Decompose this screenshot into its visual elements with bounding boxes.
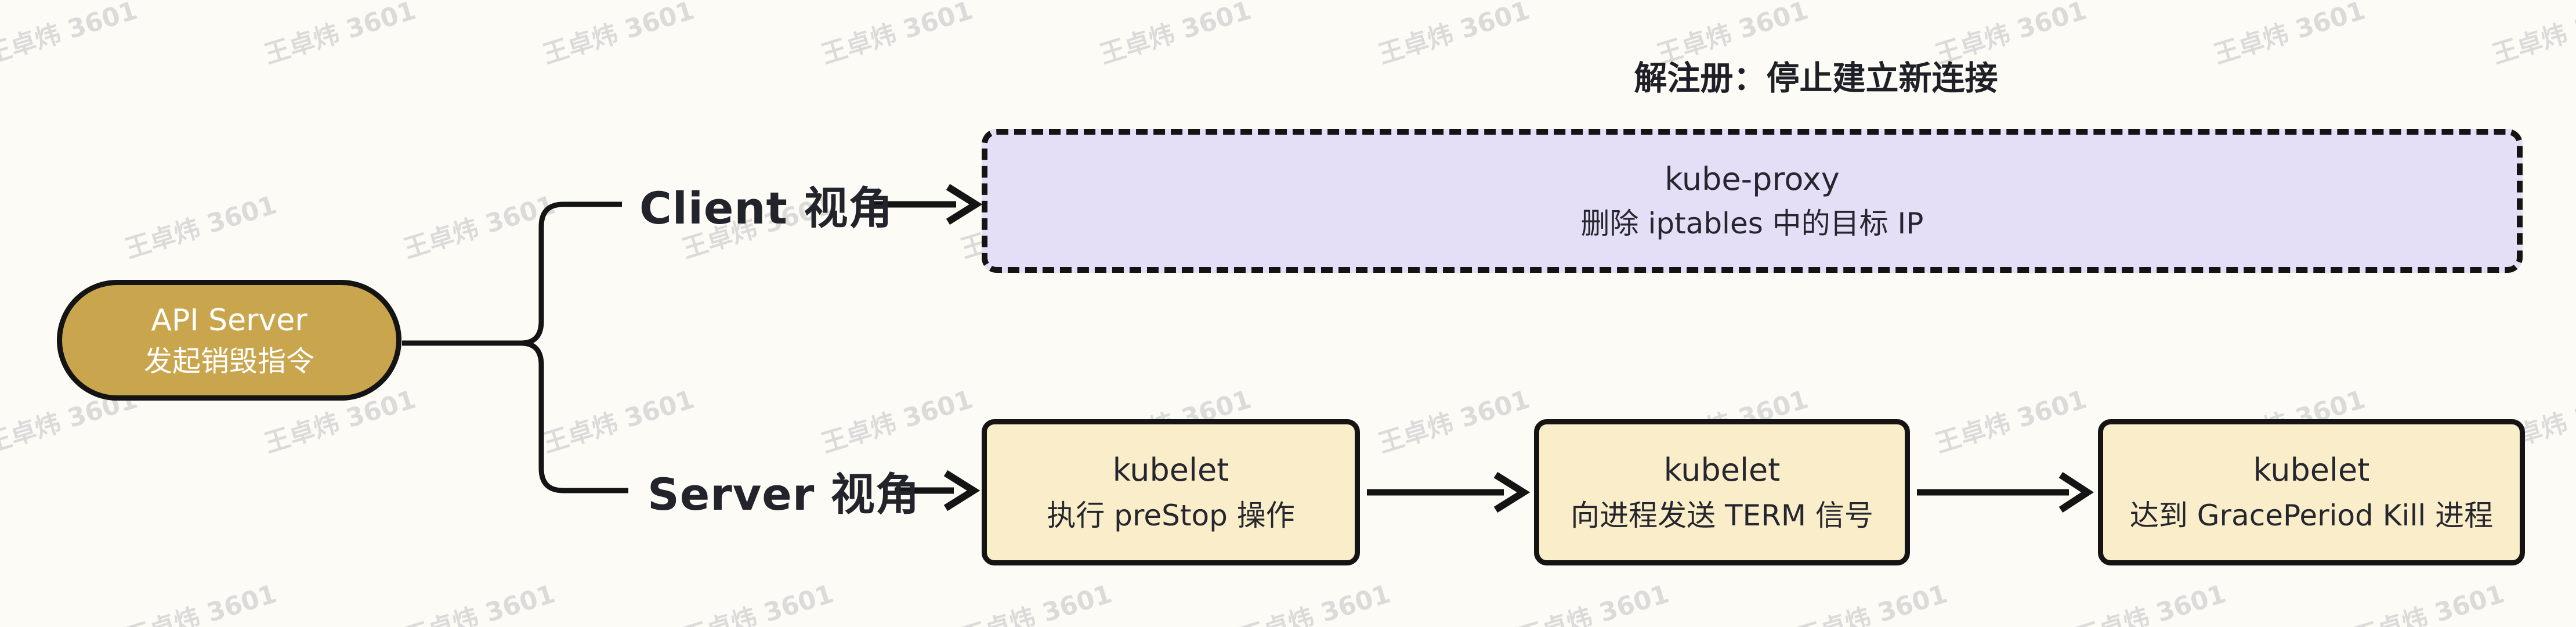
step-box-term-signal: kubelet 向进程发送 TERM 信号 <box>1534 419 1910 565</box>
step-box-graceperiod-kill: kubelet 达到 GracePeriod Kill 进程 <box>2098 419 2525 565</box>
step-box-prestop: kubelet 执行 preStop 操作 <box>982 419 1360 565</box>
branch-curve-client <box>520 201 622 346</box>
branch-label-client: Client 视角 <box>639 182 893 234</box>
step-box-prestop-line2: 执行 preStop 操作 <box>1047 499 1295 532</box>
branch-label-server: Server 视角 <box>647 469 920 520</box>
api-server-node-line1: API Server <box>151 302 307 338</box>
kube-proxy-box-line2: 删除 iptables 中的目标 IP <box>1580 207 1924 240</box>
kube-proxy-box: kube-proxy 删除 iptables 中的目标 IP <box>982 129 2523 273</box>
step-box-graceperiod-kill-line1: kubelet <box>2253 452 2370 488</box>
arrow-client-head-icon <box>946 183 983 225</box>
arrow-step1-head-icon <box>1493 471 1531 513</box>
step-box-graceperiod-kill-line2: 达到 GracePeriod Kill 进程 <box>2129 499 2494 532</box>
step-box-term-signal-line2: 向进程发送 TERM 信号 <box>1571 499 1873 532</box>
kube-proxy-box-line1: kube-proxy <box>1665 161 1840 197</box>
api-server-node: API Server 发起销毁指令 <box>57 280 401 401</box>
step-box-term-signal-line1: kubelet <box>1663 452 1781 488</box>
arrow-step2-head-icon <box>2058 471 2094 513</box>
step-box-prestop-line1: kubelet <box>1112 452 1229 488</box>
branch-curve-server <box>520 340 628 493</box>
api-server-node-line2: 发起销毁指令 <box>143 344 314 378</box>
deregister-annotation: 解注册：停止建立新连接 <box>1634 59 1998 98</box>
arrow-server-head-icon <box>943 470 981 511</box>
